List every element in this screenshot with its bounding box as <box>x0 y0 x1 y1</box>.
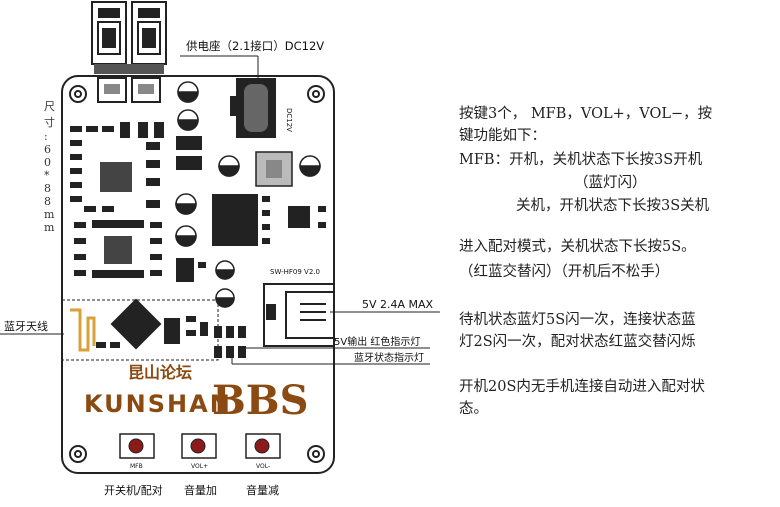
bt-module-parts <box>96 316 208 348</box>
smd-cluster-top <box>70 122 164 212</box>
bt-antenna-trace <box>70 308 96 352</box>
top-connectors <box>91 1 167 103</box>
label-btn-vol-down: 音量减 <box>246 483 279 497</box>
label-bt-antenna: 蓝牙天线 <box>4 319 48 333</box>
button-vol-up[interactable]: VOL+ <box>181 433 217 470</box>
instruction-line: 关机，开机状态下长按3S关机 <box>516 198 710 214</box>
label-bt-status-led: 蓝牙状态指示灯 <box>354 351 424 364</box>
dim-char: 寸 <box>44 116 55 129</box>
leds <box>214 326 246 358</box>
button-vol-down[interactable]: VOL- <box>245 433 281 470</box>
dim-char: : <box>44 130 48 143</box>
instruction-line: 态。 <box>459 401 488 417</box>
instruction-line: 键功能如下： <box>459 128 546 144</box>
instruction-line: （红蓝交替闪）（开机后不松手） <box>459 264 670 280</box>
instruction-line: 按键3个， MFB，VOL+，VOL−，按 <box>459 106 713 122</box>
dc-jack: DC12V <box>230 78 293 138</box>
label-btn-power-pair: 开关机/配对 <box>104 483 163 497</box>
callout-lines <box>0 55 440 365</box>
mounting-holes <box>69 85 325 463</box>
power-components <box>176 136 326 282</box>
usb-port <box>263 283 335 347</box>
chip-center-left <box>100 162 132 192</box>
dim-char: 0 <box>44 156 51 169</box>
instruction-line: MFB：开机，关机状态下长按3S开机 <box>459 152 703 168</box>
label-btn-vol-up: 音量加 <box>184 483 217 497</box>
dim-char: * <box>44 169 50 182</box>
instruction-line: 待机状态蓝灯5S闪一次，连接状态蓝 <box>459 312 696 328</box>
label-out-red-led: 5V输出 红色指示灯 <box>334 335 420 348</box>
instruction-line: （蓝灯闪） <box>574 175 647 191</box>
capacitors <box>175 81 321 308</box>
instruction-line: 进入配对模式，关机状态下长按5S。 <box>459 239 696 255</box>
btn-volp-mark: VOL+ <box>191 463 208 470</box>
smd-cluster-middle <box>74 220 162 278</box>
dimension-label: 尺 寸 : 6 0 * 8 8 m m <box>44 98 55 234</box>
btn-volm-mark: VOL- <box>256 463 270 470</box>
logo-en: KUNSHAN <box>84 390 232 418</box>
logo-cn: 昆山论坛 <box>128 363 192 382</box>
instruction-line: 开机20S内无手机连接自动进入配对状 <box>459 379 705 395</box>
dim-char: m <box>44 221 55 234</box>
label-usb-output: 5V 2.4A MAX <box>362 298 434 311</box>
dim-char: 8 <box>44 195 51 208</box>
btn-mfb-mark: MFB <box>130 463 143 470</box>
dim-char: 6 <box>44 143 51 156</box>
dim-char: 尺 <box>44 100 55 113</box>
dc-mark: DC12V <box>285 108 293 132</box>
dim-char: m <box>44 208 55 221</box>
label-power-socket: 供电座（2.1接口）DC12V <box>186 39 324 53</box>
board-model: SW-HF09 V2.0 <box>270 268 320 276</box>
logo: 昆山论坛 KUNSHAN BBS <box>84 363 309 424</box>
instruction-line: 灯2S闪一次，配对状态红蓝交替闪烁 <box>459 334 696 350</box>
logo-bbs: BBS <box>212 377 309 424</box>
dim-char: 8 <box>44 182 51 195</box>
chip-middle <box>104 236 132 264</box>
button-mfb[interactable]: MFB <box>119 433 155 470</box>
